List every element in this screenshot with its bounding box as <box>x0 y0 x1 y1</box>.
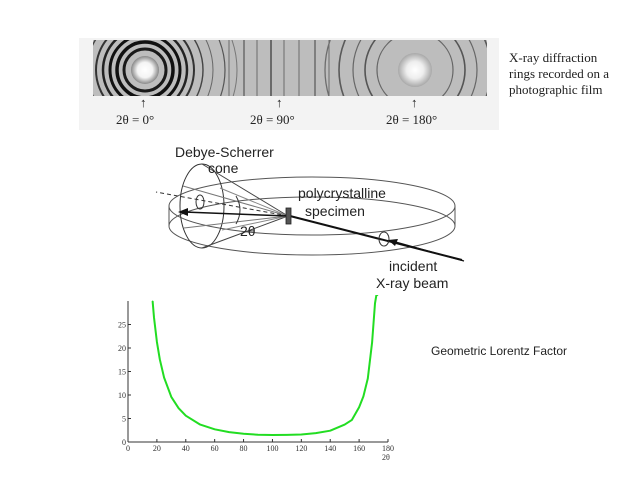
series-point-0 <box>156 341 158 343</box>
x-tick-label: 100 <box>266 444 278 453</box>
x-tick-label: 0 <box>126 444 130 453</box>
arrow-up-icon: ↑ <box>411 95 418 110</box>
series-point-0 <box>271 434 273 436</box>
series-point-0 <box>329 430 331 432</box>
arrow-up-icon: ↑ <box>276 95 283 110</box>
cone-label: Debye-Scherrer <box>175 144 274 160</box>
film-rings-image <box>93 40 487 96</box>
y-tick-label: 25 <box>118 321 126 330</box>
series-point-0 <box>358 406 360 408</box>
two-theta-label: 2θ <box>240 223 256 239</box>
y-tick-label: 15 <box>118 368 126 377</box>
y-tick-label: 5 <box>122 415 126 424</box>
specimen <box>285 207 292 225</box>
debye-scherrer-cone <box>179 163 225 249</box>
series-point-0 <box>170 396 172 398</box>
x-tick-label: 180 <box>382 444 394 453</box>
film-caption-line: rings recorded on a <box>509 66 609 81</box>
series-point-0 <box>286 434 288 436</box>
series-point-0 <box>214 428 216 430</box>
film-label-0deg: 2θ = 0° <box>116 112 155 127</box>
beam-label: X-ray beam <box>376 275 449 291</box>
series-point-0 <box>185 415 187 417</box>
series-point-0 <box>300 434 302 435</box>
x-tick-label: 120 <box>295 444 307 453</box>
series-point-0 <box>367 378 369 379</box>
film-caption: X-ray diffraction rings recorded on a ph… <box>509 50 638 98</box>
beam-label: incident <box>389 258 438 274</box>
chart-ticks: 0 20 40 60 80 100 120 140 160 180 0 5 10 15 20 25 2θ <box>118 321 394 463</box>
diffraction-film-strip <box>79 38 499 130</box>
film-label-90deg: 2θ = 90° <box>250 112 295 127</box>
lorentz-factor-chart: 0 20 40 60 80 100 120 140 160 180 0 5 10 15 20 25 2θ <box>118 295 394 463</box>
cone-label: cone <box>208 160 239 176</box>
series-point-0 <box>315 432 317 434</box>
y-tick-label: 0 <box>122 438 126 447</box>
y-tick-label: 10 <box>118 391 126 400</box>
series-point-0 <box>159 358 161 360</box>
x-tick-label: 80 <box>240 444 248 453</box>
series-point-0 <box>351 419 353 421</box>
series-point-0 <box>199 424 201 426</box>
series-point-0 <box>163 377 165 379</box>
series-point-0 <box>152 300 154 302</box>
series-point-0 <box>377 295 379 296</box>
series-point-0 <box>243 433 245 435</box>
series-point-0 <box>344 424 346 426</box>
x-tick-label: 20 <box>153 444 161 453</box>
series-point-0 <box>228 431 230 433</box>
film-caption-line: X-ray diffraction <box>509 50 598 65</box>
x-tick-label: 140 <box>324 444 336 453</box>
series-point-0 <box>362 395 364 397</box>
debye-scherrer-diagram <box>155 163 465 262</box>
lorentz-factor-label: Geometric Lorentz Factor <box>431 344 568 358</box>
x-tick-label: 160 <box>353 444 365 453</box>
specimen-label: specimen <box>305 203 365 219</box>
series-point-0 <box>374 302 376 304</box>
series-point-0 <box>257 434 259 436</box>
series-point-0 <box>371 341 373 343</box>
chart-series <box>151 295 379 436</box>
series-point-0 <box>178 407 180 409</box>
x-tick-label: 40 <box>182 444 190 453</box>
series-point-0 <box>375 295 377 296</box>
series-line-0 <box>151 295 378 436</box>
film-label-180deg: 2θ = 180° <box>386 112 438 127</box>
x-axis-label: 2θ <box>382 453 390 462</box>
specimen-label: polycrystalline <box>298 185 386 201</box>
series-point-0 <box>153 317 155 318</box>
y-tick-label: 20 <box>118 344 126 353</box>
film-caption-line: photographic film <box>509 82 603 97</box>
arrow-up-icon: ↑ <box>140 95 147 110</box>
x-tick-label: 60 <box>211 444 219 453</box>
